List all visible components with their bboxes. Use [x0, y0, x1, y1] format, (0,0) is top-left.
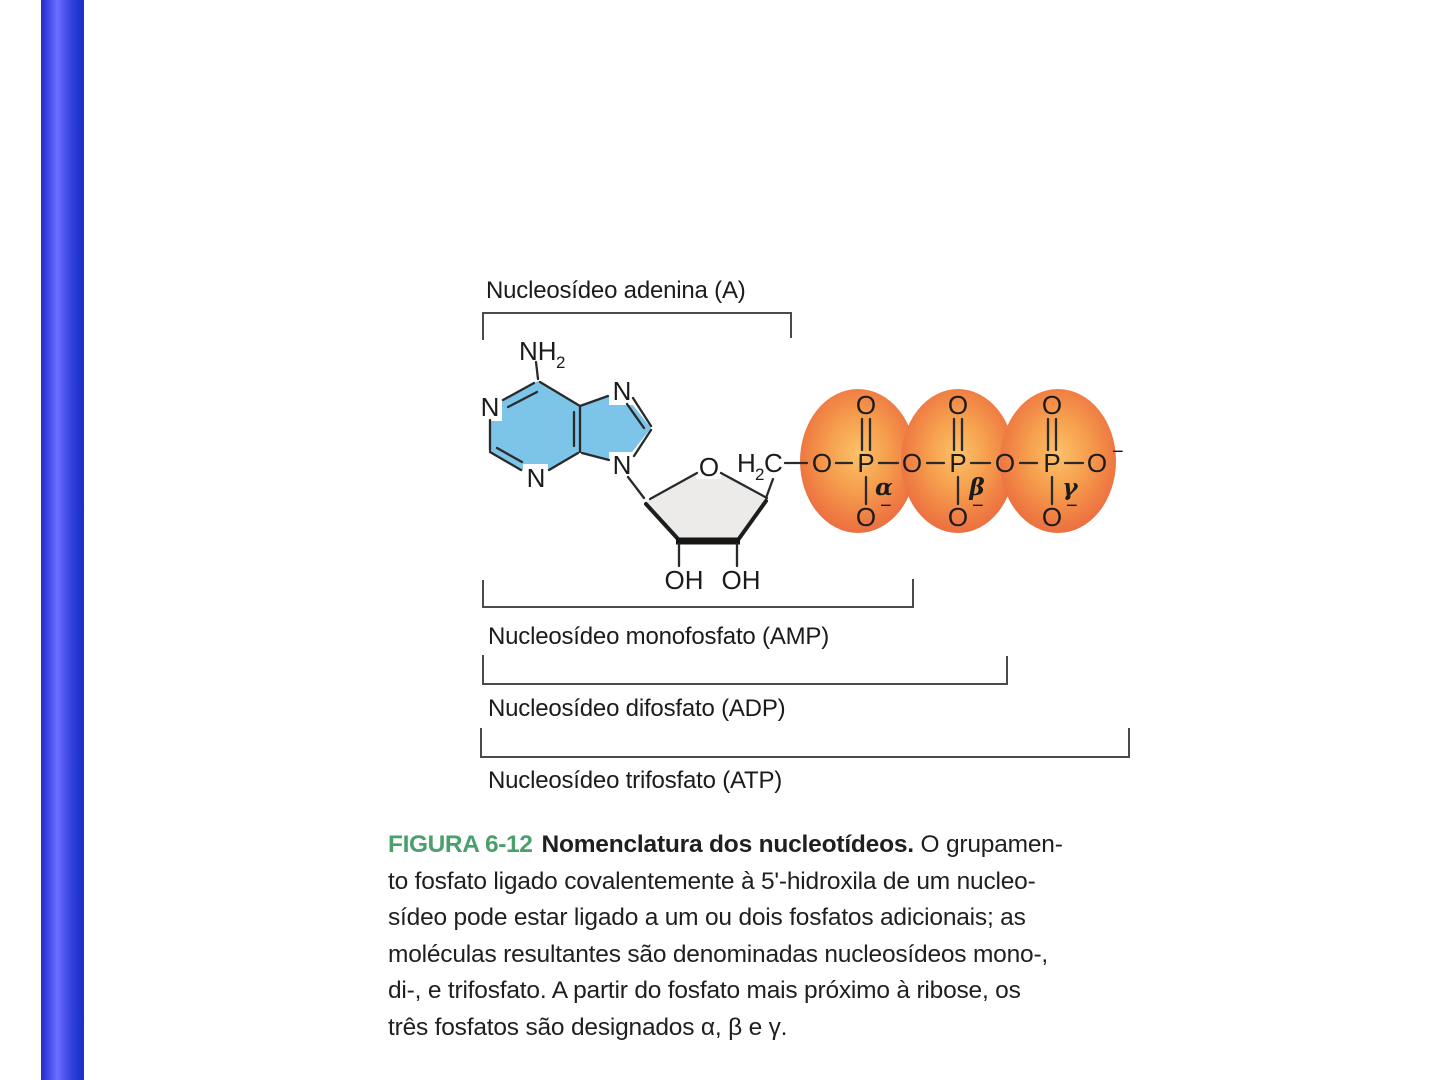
c5-sub2: 2 — [755, 465, 764, 484]
atp-bracket — [480, 728, 1130, 758]
ribose-o-label: O — [699, 452, 719, 482]
n9-label: N — [613, 450, 632, 480]
p-beta-label: P — [949, 448, 966, 478]
n3-label: N — [527, 463, 546, 493]
figure-title: Nomenclatura dos nucleotídeos. — [541, 831, 914, 858]
gamma-phosphate-blob — [1000, 389, 1116, 533]
caption-text-1: O grupamen- — [920, 831, 1063, 858]
caption-line-5: di-, e trifosfato. A partir do fosfato m… — [388, 977, 1021, 1004]
amine-nh-label: NH — [519, 336, 557, 366]
terminal-o-label: O — [1087, 448, 1107, 478]
alpha-symbol: α — [875, 474, 893, 501]
amp-label: Nucleosídeo monofosfato (AMP) — [488, 623, 829, 650]
c5-c-label: C — [764, 448, 783, 478]
amine-sub2: 2 — [556, 353, 565, 372]
gamma-top-o-label: O — [1042, 390, 1062, 420]
caption-line-1: FIGURA 6-12 Nomenclatura dos nucleotídeos… — [388, 827, 1078, 864]
bridge-o2-label: O — [902, 448, 922, 478]
c5-h-label: H — [737, 448, 756, 478]
alpha-bottom-minus: − — [880, 495, 892, 517]
beta-bottom-o-label: O — [948, 502, 968, 532]
terminal-o-minus: − — [1112, 441, 1124, 463]
nucleotide-diagram: Nucleosídeo adenina (A) Nucleosídeo mono… — [477, 277, 1130, 794]
figure-number-label: FIGURA 6-12 — [388, 831, 533, 858]
bridge-o3-label: O — [995, 448, 1015, 478]
gamma-bottom-minus: − — [1066, 495, 1078, 517]
oh-right-label: OH — [722, 565, 761, 595]
beta-symbol: β — [968, 474, 984, 501]
adenine-five-ring — [580, 391, 651, 465]
bond-lines — [488, 360, 1085, 568]
caption-line-3: sídeo pode estar ligado a um ou dois fos… — [388, 904, 1026, 931]
beta-phosphate-blob — [901, 389, 1015, 533]
gamma-bottom-o-label: O — [1042, 502, 1062, 532]
nucleoside-bracket — [482, 312, 792, 340]
phosphate-blobs — [800, 389, 1116, 533]
figure-caption: FIGURA 6-12 Nomenclatura dos nucleotídeos… — [388, 827, 1078, 1046]
beta-bottom-minus: − — [972, 495, 984, 517]
p-alpha-label: P — [857, 448, 874, 478]
beta-top-o-label: O — [948, 390, 968, 420]
caption-line-2: to fosfato ligado covalentemente à 5'-hi… — [388, 867, 1036, 895]
adp-bracket — [482, 655, 1008, 685]
alpha-top-o-label: O — [856, 390, 876, 420]
alpha-bottom-o-label: O — [856, 502, 876, 532]
p-gamma-label: P — [1043, 448, 1060, 478]
nucleoside-label: Nucleosídeo adenina (A) — [486, 277, 746, 304]
bridge-o1-label: O — [812, 448, 832, 478]
caption-line-6: três fosfatos são designados α, β e γ. — [388, 1013, 788, 1041]
caption-line-4: moléculas resultantes são denominadas nu… — [388, 940, 1049, 968]
amp-bracket — [482, 579, 914, 608]
atp-label: Nucleosídeo trifosfato (ATP) — [488, 767, 782, 794]
adp-label: Nucleosídeo difosfato (ADP) — [488, 695, 785, 722]
left-blue-bar — [41, 0, 84, 1080]
oh-left-label: OH — [665, 565, 704, 595]
atom-label-halos — [477, 378, 721, 491]
gamma-symbol: γ — [1062, 474, 1079, 501]
grouping-brackets — [480, 312, 1130, 758]
alpha-phosphate-blob — [800, 389, 916, 533]
n1-label: N — [481, 392, 500, 422]
n7-label: N — [613, 376, 632, 406]
